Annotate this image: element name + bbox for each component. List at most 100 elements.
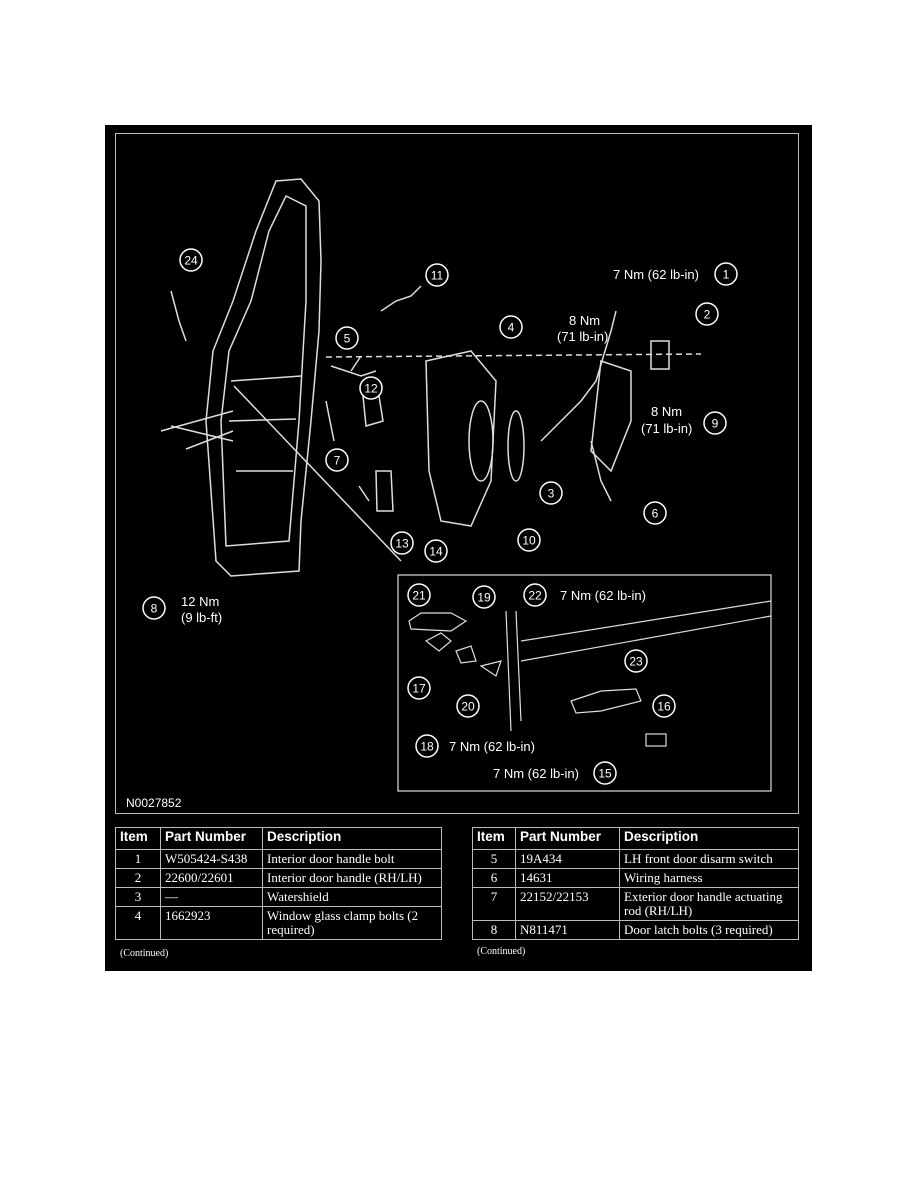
callout-number-18: 18 [420,740,434,754]
door-frame-drawing [160,178,702,577]
item-cell: 8 [472,920,516,940]
part-number-cell: W505424-S438 [160,849,263,869]
description-cell: Door latch bolts (3 required) [619,920,799,940]
description-cell: Interior door handle (RH/LH) [262,868,442,888]
callout-number-17: 17 [412,682,426,696]
inset-detail [397,574,772,792]
torque-label-22: 7 Nm (62 lb-in) [560,588,646,603]
callout-number-2: 2 [704,308,711,322]
callout-number-15: 15 [598,767,612,781]
callout-number-5: 5 [344,332,351,346]
table-row: 3—Watershield [115,887,442,907]
callout-circle-18 [415,734,439,758]
callout-circle-14 [424,539,448,563]
header-item: Item [472,827,516,850]
callout-number-19: 19 [477,591,491,605]
callout-circle-16 [652,694,676,718]
callout-circle-5 [335,326,359,350]
description-cell: Wiring harness [619,868,799,888]
callout-number-6: 6 [652,507,659,521]
callout-circle-9 [703,411,727,435]
callout-circle-23 [624,649,648,673]
callout-number-12: 12 [364,382,378,396]
part-number-cell: 22152/22153 [515,887,620,921]
torque-label-15: 7 Nm (62 lb-in) [493,766,579,781]
torque-label-1: 7 Nm (62 lb-in) [613,267,699,282]
item-cell: 6 [472,868,516,888]
description-cell: Exterior door handle actuating rod (RH/L… [619,887,799,921]
header-item: Item [115,827,161,850]
callout-circle-24 [179,248,203,272]
callout-number-1: 1 [723,268,730,282]
callout-number-21: 21 [412,589,426,603]
continued-note-left: (Continued) [120,948,169,959]
part-number-cell: 19A434 [515,849,620,869]
callout-circle-4 [499,315,523,339]
part-number-cell: — [160,887,263,907]
item-cell: 1 [115,849,161,869]
header-part-number: Part Number [160,827,263,850]
callout-circle-7 [325,448,349,472]
callout-number-13: 13 [395,537,409,551]
continued-note-right: (Continued) [477,946,526,957]
item-cell: 3 [115,887,161,907]
torque-label-4: 8 Nm [569,313,600,328]
item-cell: 4 [115,906,161,940]
part-number-cell: N811471 [515,920,620,940]
callout-circle-13 [390,531,414,555]
callout-number-7: 7 [334,454,341,468]
callout-number-22: 22 [528,589,542,603]
callout-circle-3 [539,481,563,505]
callout-number-4: 4 [508,321,515,335]
description-cell: Interior door handle bolt [262,849,442,869]
callout-number-11: 11 [431,269,444,283]
item-cell: 5 [472,849,516,869]
item-cell: 7 [472,887,516,921]
callout-circle-2 [695,302,719,326]
callout-circle-19 [472,585,496,609]
callout-number-9: 9 [712,417,719,431]
figure-id: N0027852 [126,796,182,810]
description-cell: Window glass clamp bolts (2 required) [262,906,442,940]
header-description: Description [262,827,442,850]
torque-label-9b: (71 lb-in) [641,421,692,436]
callout-circle-21 [407,583,431,607]
callout-circle-17 [407,676,431,700]
torque-label-8: 12 Nm [181,594,219,609]
callout-circle-11 [425,263,449,287]
callout-number-23: 23 [629,655,643,669]
description-cell: Watershield [262,887,442,907]
callout-circle-6 [643,501,667,525]
callout-circle-10 [517,528,541,552]
callout-number-24: 24 [184,254,198,268]
part-number-cell: 22600/22601 [160,868,263,888]
callout-circle-20 [456,694,480,718]
torque-label-4b: (71 lb-in) [557,329,608,344]
callout-number-10: 10 [522,534,536,548]
callout-number-8: 8 [151,602,158,616]
torque-labels: 7 Nm (62 lb-in) 8 Nm (71 lb-in) 8 Nm (71… [126,267,699,810]
header-part-number: Part Number [515,827,620,850]
torque-label-9: 8 Nm [651,404,682,419]
callout-number-16: 16 [657,700,671,714]
callout-number-3: 3 [548,487,555,501]
callout-circle-12 [359,376,383,400]
torque-label-8b: (9 lb-ft) [181,610,222,625]
callout-number-14: 14 [429,545,443,559]
header-description: Description [619,827,799,850]
item-cell: 2 [115,868,161,888]
torque-label-18: 7 Nm (62 lb-in) [449,739,535,754]
part-number-cell: 1662923 [160,906,263,940]
callout-circle-1 [714,262,738,286]
callout-circle-8 [142,596,166,620]
